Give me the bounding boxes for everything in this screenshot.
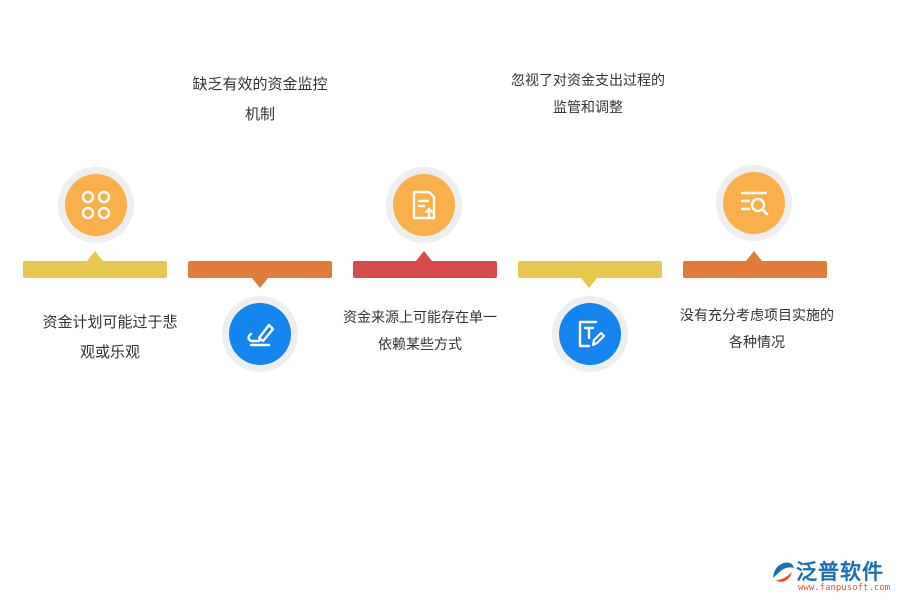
step-5-icon-ring <box>716 165 792 241</box>
brand-url: www.fanpusoft.com <box>798 583 891 593</box>
step-1-pointer <box>87 251 103 261</box>
step-1-text: 资金计划可能过于悲观或乐观 <box>42 313 178 361</box>
step-1-icon-ring <box>58 167 134 243</box>
step-3-text: 资金来源上可能存在单一依赖某些方式 <box>343 310 497 353</box>
step-3-bar <box>353 261 497 278</box>
step-1-bar <box>23 261 167 278</box>
step-2-icon-circle <box>229 303 291 365</box>
step-5-text: 没有充分考虑项目实施的各种情况 <box>680 308 834 351</box>
step-5-pointer <box>746 251 762 261</box>
pen-signature-icon <box>247 323 275 347</box>
step-4-bar <box>518 261 662 278</box>
step-3-pointer <box>416 251 432 261</box>
brand-name: 泛普软件 <box>796 560 884 584</box>
step-3-icon-ring <box>386 167 462 243</box>
step-5-bar <box>683 261 827 278</box>
step-4-text: 忽视了对资金支出过程的监管和调整 <box>511 73 665 116</box>
step-3-icon-circle <box>393 174 455 236</box>
list-search-icon <box>740 191 769 216</box>
brand-logo: 泛普软件 www.fanpusoft.com <box>770 556 890 596</box>
step-2-icon-ring <box>222 296 298 372</box>
step-2-pointer <box>252 278 268 288</box>
grid-apps-icon <box>81 190 111 220</box>
step-5-icon-circle <box>723 172 785 234</box>
step-4-icon-ring <box>552 296 628 372</box>
brand-mark-icon <box>773 562 794 582</box>
step-4-pointer <box>581 278 597 288</box>
document-upload-icon <box>412 190 436 220</box>
step-2-bar <box>188 261 332 278</box>
step-2-text: 缺乏有效的资金监控机制 <box>192 75 328 123</box>
step-4-icon-circle <box>559 303 621 365</box>
text-edit-icon <box>578 320 606 348</box>
step-1-icon-circle <box>65 174 127 236</box>
